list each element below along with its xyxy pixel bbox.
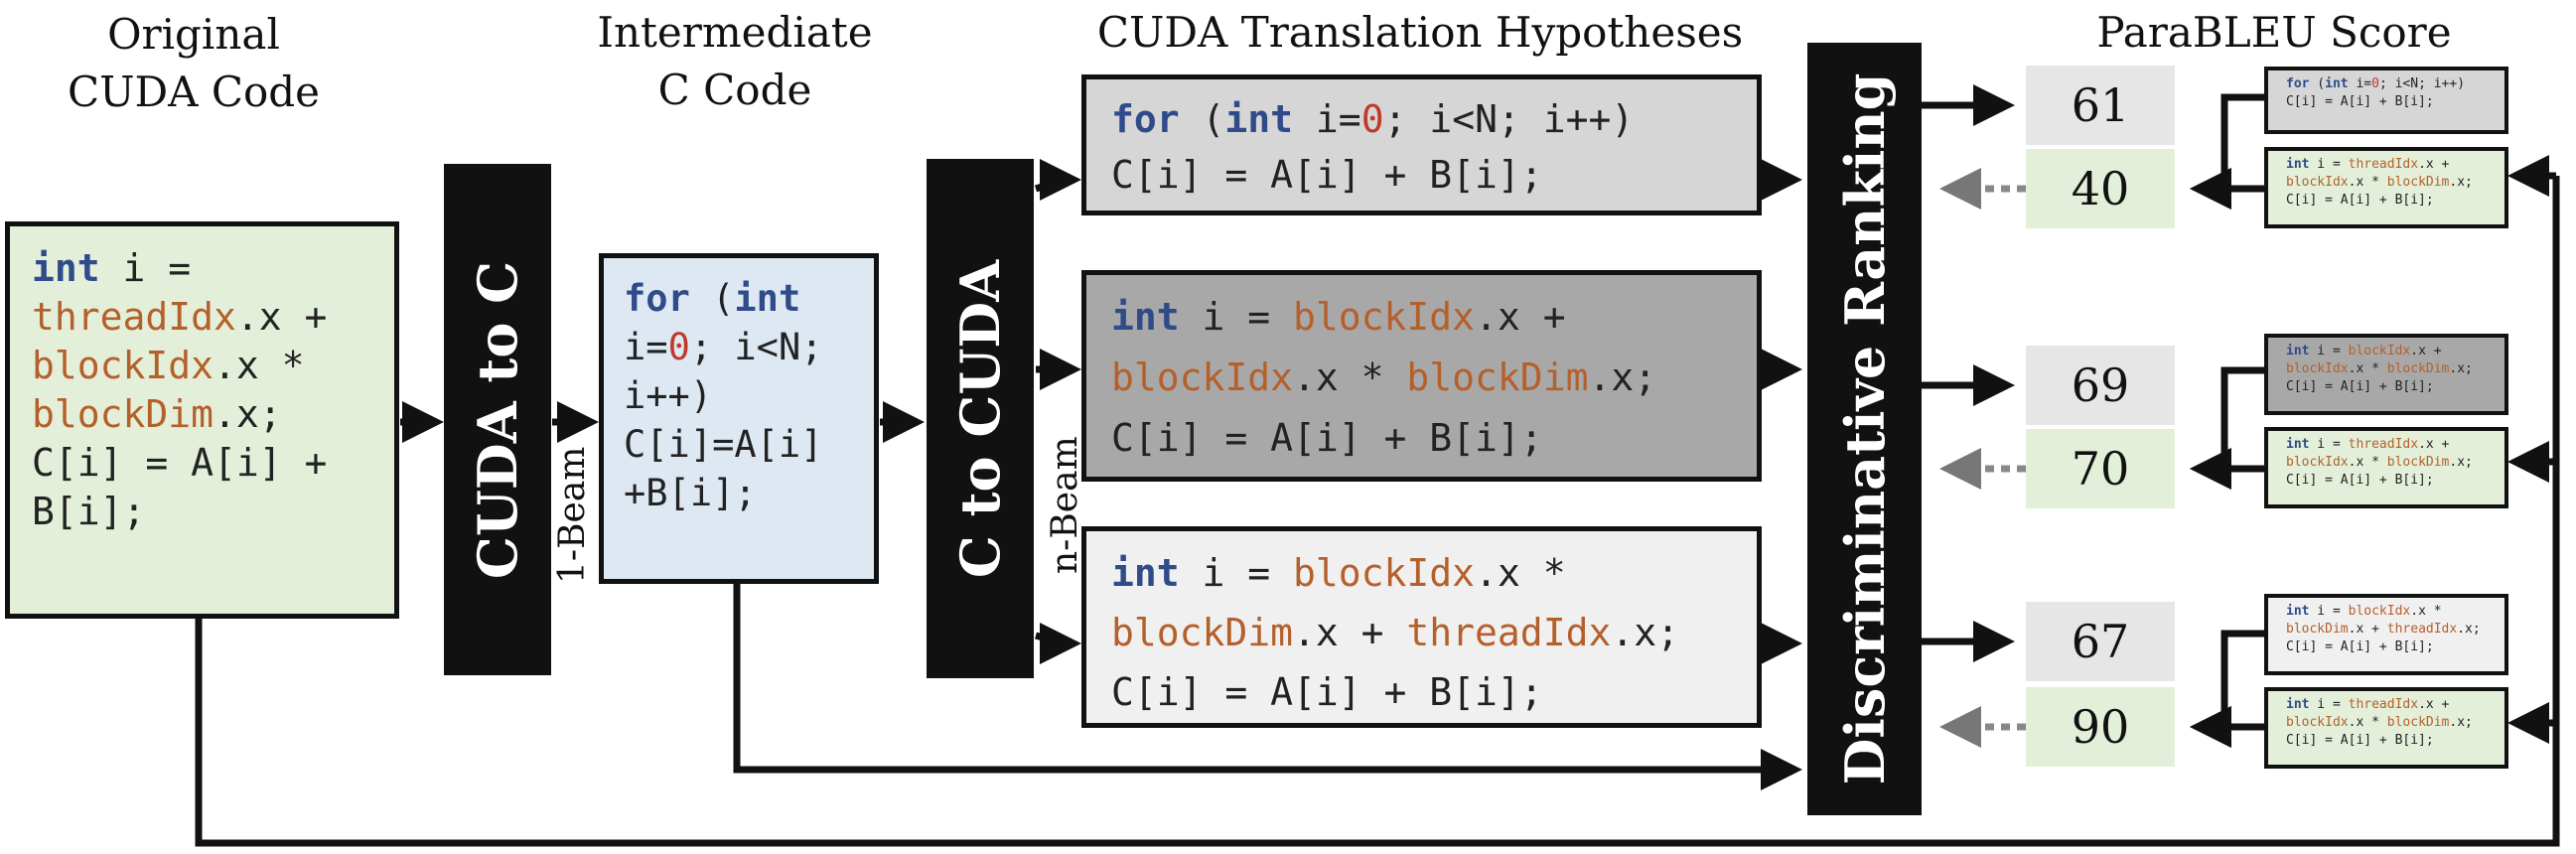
- arrow-mini-pair-3-to-score: [2190, 630, 2264, 748]
- arrow-mini-pair-1-to-score: [2190, 93, 2264, 210]
- discriminative-ranking-stage: Discriminative Ranking: [1807, 43, 1922, 815]
- n-beam-label: n-Beam: [1045, 436, 1085, 574]
- arrow-to-hypothesis-1: [1034, 159, 1081, 201]
- arrow-intermediate-to-ranking: [733, 583, 1802, 790]
- mini-reference-1-code: int i = threadIdx.x + blockIdx.x * block…: [2264, 147, 2508, 228]
- score-hypothesis-2-reference: 70: [2026, 429, 2175, 508]
- hypothesis-2-box: int i = blockIdx.x + blockIdx.x * blockD…: [1081, 270, 1762, 482]
- heading-original-cuda-code: Original CUDA Code: [67, 10, 321, 116]
- heading-parableu-score: ParaBLEU Score: [2096, 8, 2452, 57]
- score-hypothesis-2-ranked: 69: [2026, 346, 2175, 425]
- c-to-cuda-label: C to CUDA: [948, 259, 1012, 578]
- arrow-mini-pair-2-to-score: [2190, 366, 2264, 490]
- heading-cuda-translation-hypotheses: CUDA Translation Hypotheses: [1096, 8, 1744, 57]
- intermediate-c-code-box: for (int i=0; i<N; i++) C[i]=A[i] +B[i];: [599, 253, 879, 584]
- arrow-to-hypothesis-3: [1035, 623, 1081, 664]
- mini-hypothesis-2-code: int i = blockIdx.x + blockIdx.x * blockD…: [2264, 334, 2508, 415]
- mini-hypothesis-1-code: for (int i=0; i<N; i++) C[i] = A[i] + B[…: [2264, 67, 2508, 134]
- discriminative-ranking-label: Discriminative Ranking: [1832, 72, 1897, 785]
- mini-reference-2-code: int i = threadIdx.x + blockIdx.x * block…: [2264, 427, 2508, 508]
- hypothesis-1-box: for (int i=0; i<N; i++) C[i] = A[i] + B[…: [1081, 74, 1762, 215]
- score-hypothesis-1-reference: 40: [2026, 149, 2175, 228]
- hypothesis-3-box: int i = blockIdx.x * blockDim.x + thread…: [1081, 526, 1762, 728]
- score-hypothesis-1-ranked: 61: [2026, 66, 2175, 145]
- original-cuda-code-box: int i = threadIdx.x + blockIdx.x * block…: [5, 221, 399, 619]
- wire-original-to-right-bus: [195, 176, 2560, 847]
- mini-hypothesis-3-code: int i = blockIdx.x * blockDim.x + thread…: [2264, 594, 2508, 675]
- score-hypothesis-3-reference: 90: [2026, 687, 2175, 767]
- one-beam-label: 1-Beam: [552, 446, 593, 584]
- cuda-to-c-stage: CUDA to C: [444, 164, 551, 675]
- c-to-cuda-stage: C to CUDA: [927, 159, 1034, 678]
- heading-intermediate-c-code: Intermediate C Code: [597, 8, 873, 114]
- mini-reference-3-code: int i = threadIdx.x + blockIdx.x * block…: [2264, 687, 2508, 769]
- score-hypothesis-3-ranked: 67: [2026, 602, 2175, 681]
- cuda-to-c-label: CUDA to C: [466, 260, 529, 579]
